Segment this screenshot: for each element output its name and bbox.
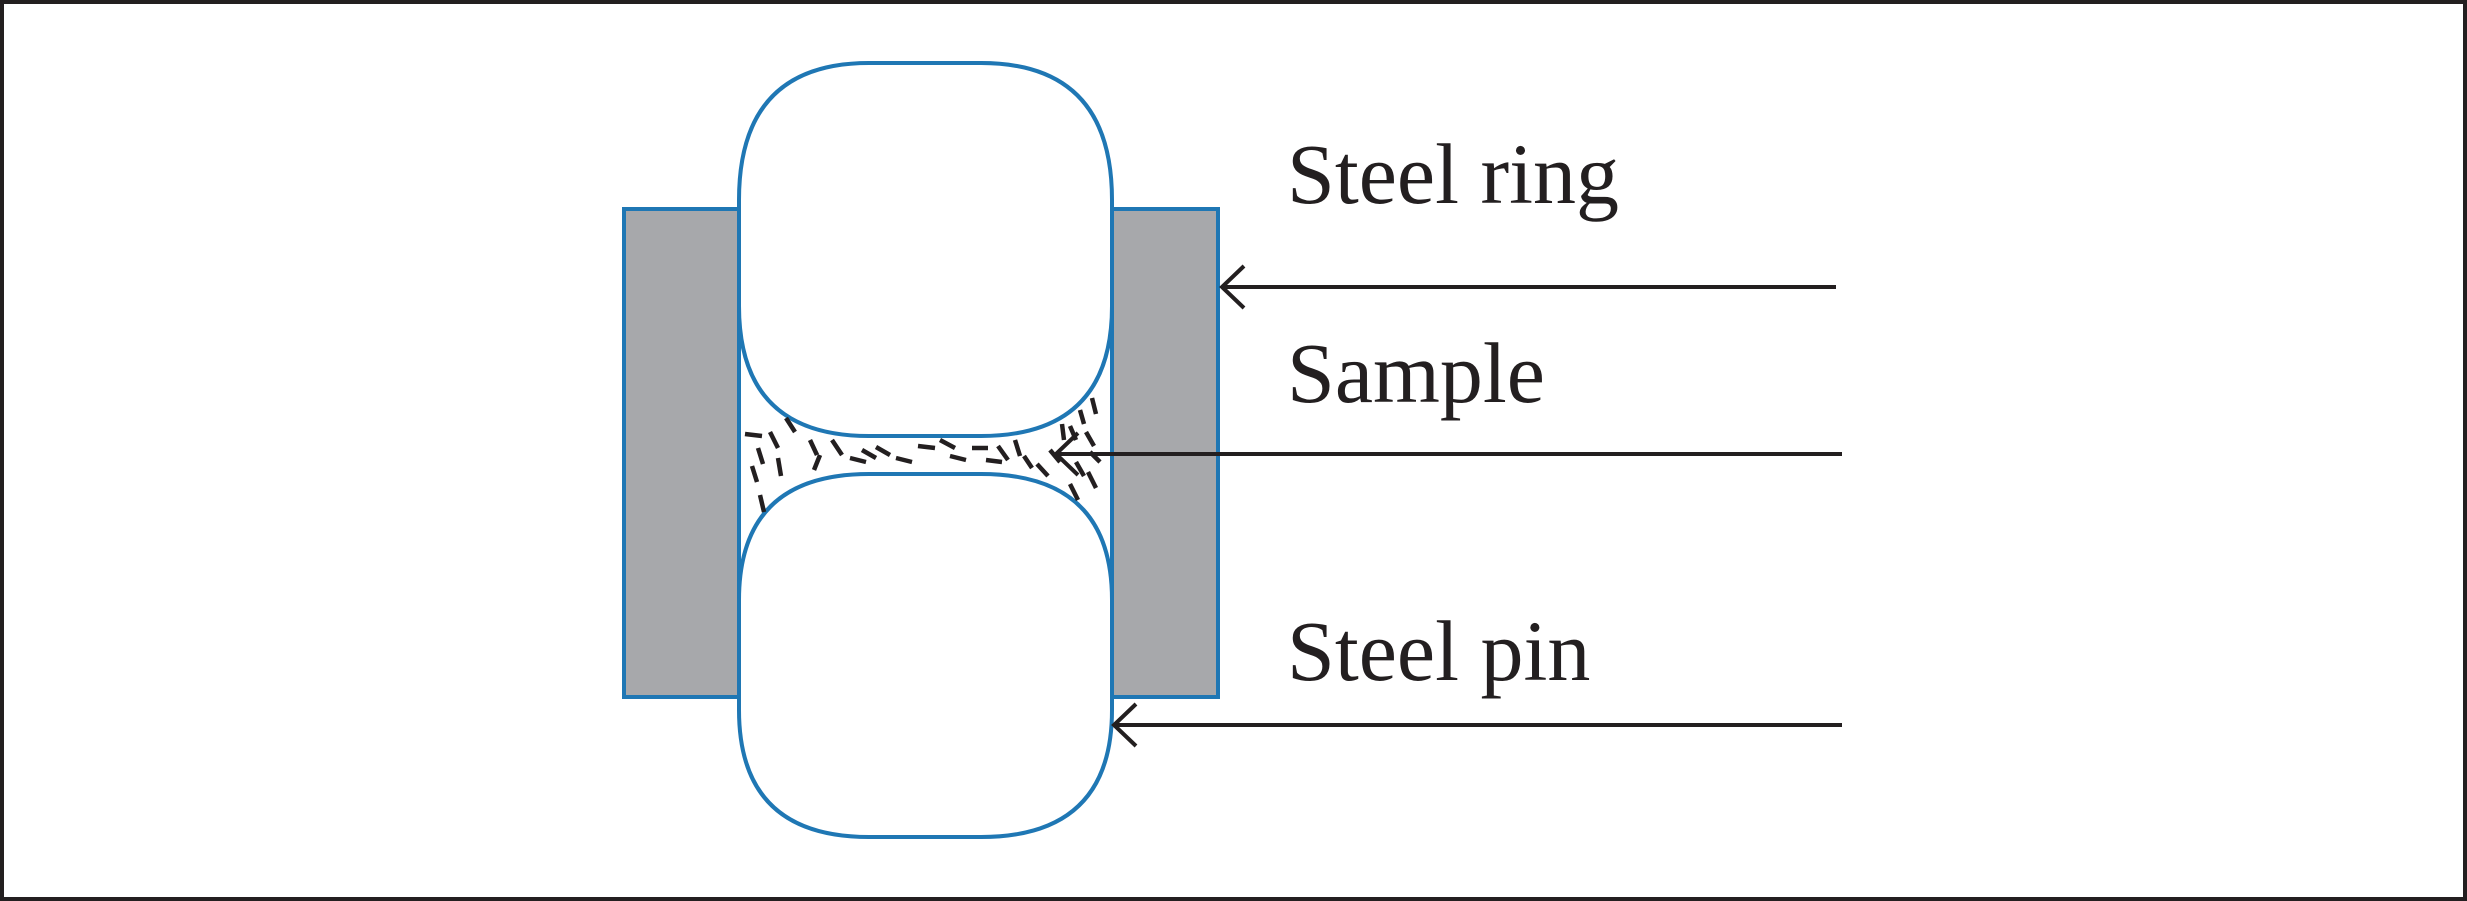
lower-steel-pin (737, 472, 1114, 839)
steel-ring-left-wall (622, 207, 741, 699)
steel-pin-label: Steel pin (1287, 603, 1590, 699)
steel-pin-pointer (1111, 702, 1842, 748)
upper-steel-pin (737, 61, 1114, 438)
sample-label: Sample (1287, 325, 1545, 421)
steel-ring-pointer (1219, 264, 1836, 310)
sample-particles (744, 397, 1102, 513)
steel-ring-label: Steel ring (1287, 126, 1619, 222)
sample-pointer (1053, 431, 1842, 477)
